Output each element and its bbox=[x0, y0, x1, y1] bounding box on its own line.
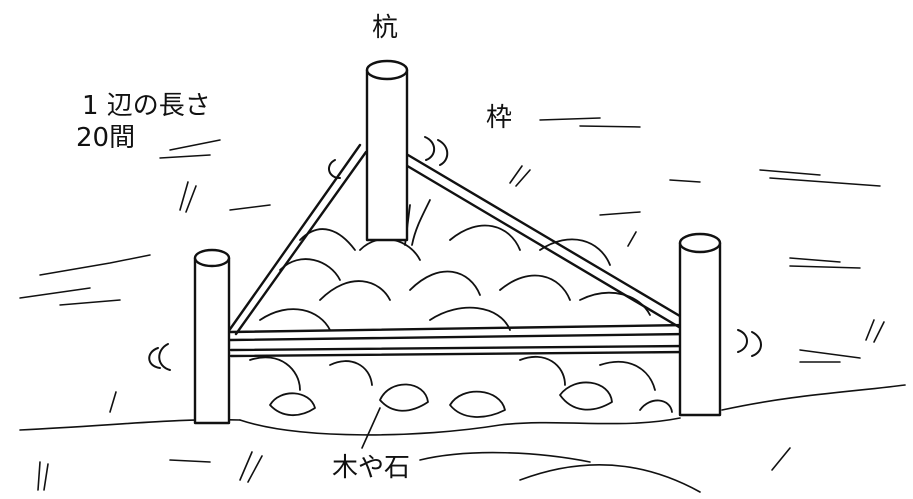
ripple-marks bbox=[148, 136, 762, 371]
side-length-label-line1: 1 辺の長さ bbox=[82, 91, 211, 121]
wood-and-stone-label: 木や石 bbox=[332, 453, 411, 483]
stake-label: 杭 bbox=[372, 13, 399, 43]
stake-left bbox=[193, 248, 231, 425]
frame-label: 枠 bbox=[486, 103, 513, 133]
grass-tufts bbox=[37, 165, 885, 491]
water-streaks bbox=[19, 117, 881, 363]
wood-and-stone-fill bbox=[249, 194, 673, 418]
stake-center bbox=[365, 59, 409, 242]
wood-stone-leader-line bbox=[361, 407, 381, 449]
stake-right bbox=[678, 232, 722, 417]
side-length-label-line2: 20間 bbox=[76, 123, 136, 153]
ground-lines bbox=[19, 384, 906, 493]
frame bbox=[226, 143, 692, 358]
